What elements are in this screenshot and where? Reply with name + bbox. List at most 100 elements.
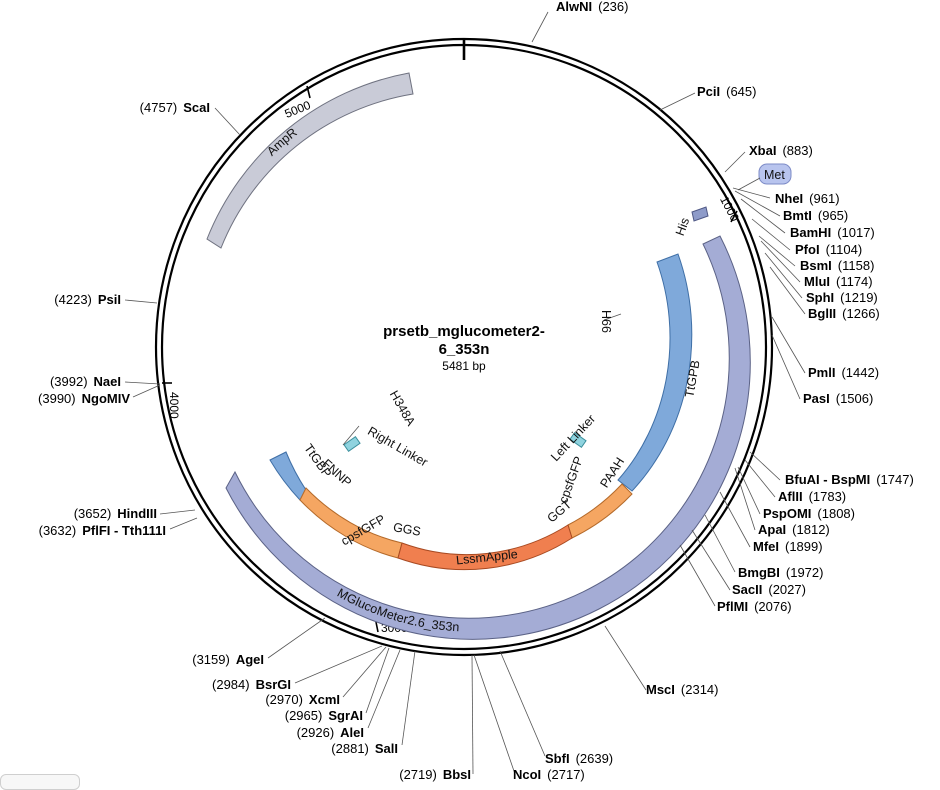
site-psii[interactable]: (4223)PsiI [54,292,121,307]
leader-pflfi [169,517,198,530]
feature-ampr[interactable] [206,72,414,249]
tick-1000 [730,210,738,223]
site-xcmi[interactable]: (2970)XcmI [265,692,340,707]
site-naei[interactable]: (3992)NaeI [50,374,121,389]
site-pspomi[interactable]: PspOMI(1808) [763,506,855,521]
site-pmli[interactable]: PmlI(1442) [808,365,879,380]
site-alwni[interactable]: AlwNI(236) [556,0,628,14]
site-bamhi[interactable]: BamHI(1017) [790,225,875,240]
site-bfuai-bspmi[interactable]: BfuAI - BspMI(1747) [785,472,914,487]
site-sphi[interactable]: SphI(1219) [806,290,878,305]
motif-label-ggs: GGS [392,520,422,539]
plasmid-name-line2: 6_353n [439,341,490,358]
leader-mlui [760,240,801,283]
site-sacii[interactable]: SacII(2027) [732,582,806,597]
leader-pmli [771,316,806,374]
leader-pspomi [737,466,761,515]
leader-pasi [771,334,801,400]
leader-naei [124,381,161,385]
site-xbai[interactable]: XbaI(883) [749,143,813,158]
leader-bmti [734,190,781,217]
leader-scai [214,107,241,136]
leader-sbfi [499,650,546,757]
leader-bfuai [749,451,781,481]
site-bmti[interactable]: BmtI(965) [783,208,848,223]
leader-bsrgi [294,645,383,684]
site-alei[interactable]: (2926)AleI [297,725,364,740]
site-bsmi[interactable]: BsmI(1158) [800,258,874,273]
leader-msci [604,625,647,691]
feature-left-linker[interactable] [569,432,587,448]
tick-3000 [375,621,379,633]
leader-xcmi [342,646,387,698]
leader-xbai [724,151,746,173]
leader-pfoi [751,218,791,251]
site-aflii[interactable]: AflII(1783) [778,489,846,504]
site-ngomiv[interactable]: (3990)NgoMIV [38,391,130,406]
mutation-h66-marker [603,313,622,321]
leader-apai [734,467,756,531]
leader-bbsi [471,654,474,775]
backbone-outer-ring [154,37,774,657]
site-nhei[interactable]: NheI(961) [775,191,840,206]
leader-psii [124,299,158,304]
site-bsrgi[interactable]: (2984)BsrGI [212,677,291,692]
feature-label-right-linker: Right Linker [365,424,430,469]
site-leaders [124,11,806,775]
leader-bsmi [758,235,796,267]
feature-ttgbp[interactable] [269,451,307,501]
feature-right-linker[interactable] [343,436,361,452]
tick-label-4000: 4000 [167,392,181,419]
site-mlui[interactable]: MluI(1174) [804,274,873,289]
leader-mfei [719,491,751,548]
leader-alwni [531,11,549,43]
leader-pflmi [679,544,716,607]
site-apai[interactable]: ApaI(1812) [758,522,830,537]
site-pflfi-tth111i[interactable]: (3632)PflFI - Tth111I [39,523,166,538]
leader-bamhi [740,198,786,234]
site-pasi[interactable]: PasI(1506) [803,391,873,406]
site-sbfi[interactable]: SbfI(2639) [545,751,613,766]
site-bmgbi[interactable]: BmgBI(1972) [738,565,823,580]
leader-bglii [769,266,806,315]
site-bbsi[interactable]: (2719)BbsI [399,767,471,782]
mutation-h348a-marker [342,425,360,446]
leader-nhei [732,187,771,199]
feature-lssmapple[interactable] [397,524,573,571]
feature-met-leader [737,177,761,191]
site-mfei[interactable]: MfeI(1899) [753,539,823,554]
site-sali[interactable]: (2881)SalI [331,741,398,756]
feature-label-his: His [673,216,692,238]
site-agei[interactable]: (3159)AgeI [192,652,264,667]
leader-bmgbi [704,514,736,573]
leader-sacii [691,529,731,591]
feature-ttgpb[interactable] [617,253,693,492]
feature-label-met: Met [764,168,785,182]
leader-sgrai [365,647,390,714]
site-scai[interactable]: (4757)ScaI [140,100,210,115]
leader-pcii [659,92,696,111]
leader-sphi [764,252,803,299]
feature-label-ttgpb: TtGPB [682,359,702,398]
site-bglii[interactable]: BglII(1266) [808,306,880,321]
leader-agei [267,617,326,659]
plasmid-length: 5481 bp [442,359,486,373]
feature-met[interactable] [758,163,792,185]
site-msci[interactable]: MscI(2314) [646,682,718,697]
site-hindiii[interactable]: (3652)HindIII [74,506,157,521]
mutation-label-h66: H66 [599,310,613,333]
site-sgrai[interactable]: (2965)SgrAI [285,708,363,723]
feature-cpsfgfp-right[interactable] [567,483,633,539]
feature-mglucometer[interactable] [225,235,751,640]
corner-control-button[interactable] [0,774,80,790]
leader-sali [401,650,416,746]
site-ncoi[interactable]: NcoI(2717) [513,767,585,782]
feature-his[interactable] [691,206,709,222]
mutation-label-h348a: H348A [387,388,419,429]
tick-5000 [306,85,311,99]
leader-hindiii [159,509,196,515]
site-pfoi[interactable]: PfoI(1104) [795,242,862,257]
site-pcii[interactable]: PciI(645) [697,84,756,99]
site-pflmi[interactable]: PflMI(2076) [717,599,792,614]
